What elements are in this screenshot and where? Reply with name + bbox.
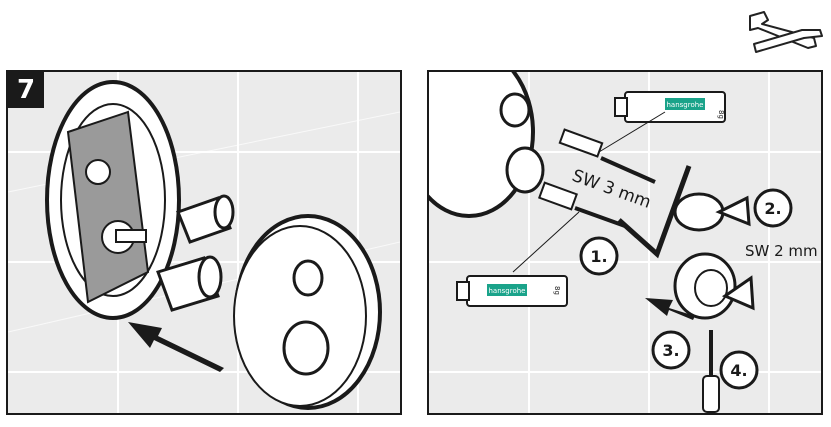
mounting-plate: [45, 80, 181, 320]
step-number-badge: 7: [8, 72, 44, 108]
svg-text:3.: 3.: [662, 341, 679, 360]
handle-cap: [673, 192, 751, 232]
tube-weight-label: 8g: [717, 110, 725, 119]
callout-1: 1.: [579, 236, 619, 276]
screwdriver: [702, 330, 720, 413]
grease-tube-bottom: hansgrohe 8g: [456, 275, 568, 307]
push-arrow-icon: [128, 322, 224, 372]
step-7-illustration: [8, 72, 400, 413]
step-8-panel: 8 hansgrohe 8g SW 3 mm: [427, 70, 823, 415]
svg-text:2.: 2.: [764, 199, 781, 218]
tube-brand-label: hansgrohe: [666, 101, 703, 109]
screw-top: [600, 156, 656, 184]
callout-3: 3.: [651, 330, 691, 370]
spacer-sleeve-top: [176, 194, 235, 244]
sleeve-bottom: [538, 181, 578, 211]
tube-brand-label: hansgrohe: [488, 287, 525, 295]
handle-body: [673, 252, 755, 320]
wrench-size-label: SW 2 mm: [745, 242, 818, 260]
sleeve-top: [558, 128, 604, 158]
wrench-size-label: SW 3 mm: [569, 166, 653, 213]
grease-tube-top: hansgrohe 8g: [614, 91, 726, 123]
tube-weight-label: 8g: [553, 286, 561, 295]
step-7-panel: 7: [6, 70, 402, 415]
callout-2: 2.: [753, 188, 793, 228]
screw-bottom: [574, 206, 626, 228]
cover-plate: [233, 214, 382, 410]
svg-text:4.: 4.: [730, 361, 747, 380]
hex-key-3mm: [617, 165, 692, 259]
step-8-illustration: hansgrohe 8g SW 3 mm hansgrohe 8g: [429, 72, 821, 413]
mounting-plate: [429, 72, 545, 218]
callout-4: 4.: [719, 350, 759, 390]
svg-text:1.: 1.: [590, 247, 607, 266]
wrench-screwdriver-icon: [749, 11, 823, 53]
spacer-sleeve-bottom: [156, 255, 223, 312]
assembly-arrow-icon: [645, 298, 695, 320]
